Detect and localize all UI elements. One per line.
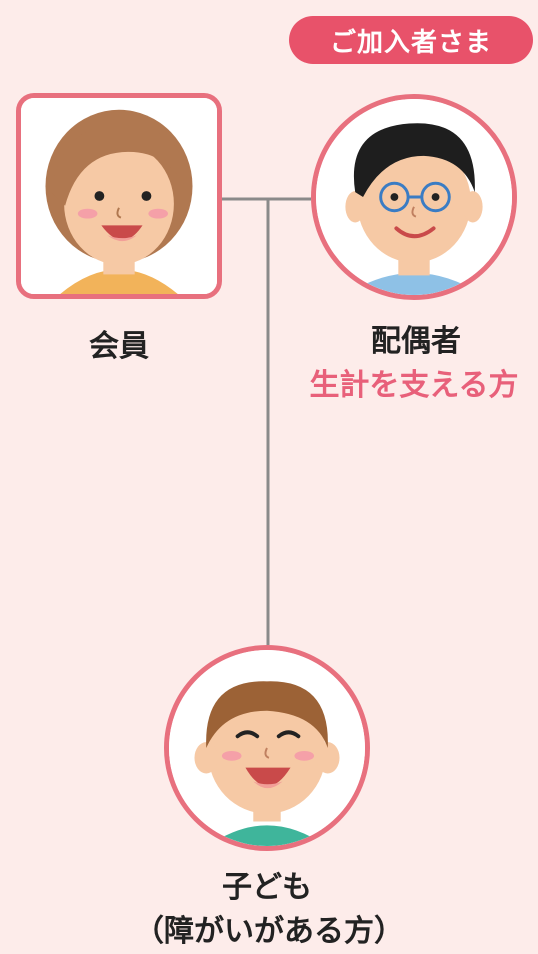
member-portrait — [16, 93, 222, 299]
spouse-note: 生計を支える方 — [309, 368, 519, 403]
child-portrait — [164, 645, 370, 851]
woman-portrait-icon — [21, 98, 217, 294]
boy-portrait-icon — [169, 650, 365, 846]
child-note: （障がいがある方） — [134, 914, 404, 949]
man-with-glasses-portrait-icon — [316, 99, 512, 295]
spouse-portrait — [311, 94, 517, 300]
child-label: 子ども — [222, 870, 312, 905]
member-label: 会員 — [89, 329, 149, 364]
spouse-label: 配偶者 — [371, 324, 461, 359]
insured-badge: ご加入者さま — [289, 16, 533, 64]
